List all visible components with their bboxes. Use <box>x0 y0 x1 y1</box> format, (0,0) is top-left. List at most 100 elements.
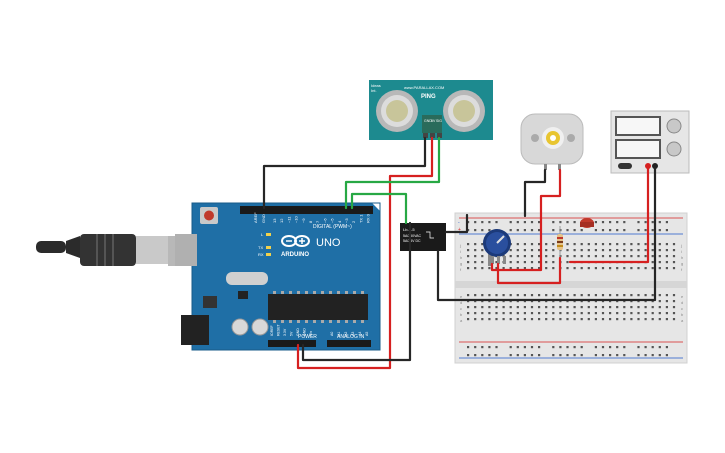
sensor-pin-gnd-label: GND <box>424 119 432 123</box>
row-letter: i <box>460 249 461 254</box>
digital-pin-label: ~9 <box>301 218 306 223</box>
voltage-knob[interactable] <box>666 118 682 134</box>
row-letter: c <box>460 306 462 311</box>
digital-pin-label: ~6 <box>322 218 327 223</box>
analog-header-label: ANALOG IN <box>337 334 365 340</box>
digital-pin-label: ~11 <box>286 216 291 223</box>
atmega-chip <box>268 294 368 320</box>
power-pin-label: GND <box>296 328 300 336</box>
power-pin-label: Vin <box>309 331 313 336</box>
row-letter: f <box>460 267 462 272</box>
power-pin-label: 5V <box>290 331 294 336</box>
sensor-note-1: Ideas <box>371 83 381 88</box>
led-rx-label: RX <box>258 252 264 257</box>
rail-minus-label: - <box>458 220 460 226</box>
sensor-note-2: Int. <box>371 88 377 93</box>
row-letter: g <box>681 261 683 266</box>
relay: Lb-1-5 5A/250VAC 5A/24V DC <box>400 223 446 251</box>
led-l-label: L <box>261 232 264 237</box>
wire-sensor-sig[interactable] <box>344 136 441 210</box>
rail-plus-label: + <box>458 227 461 233</box>
arduino-brand-label: ARDUINO <box>281 252 309 258</box>
digital-header <box>240 206 373 214</box>
wire-motor-black[interactable] <box>523 168 547 218</box>
current-knob[interactable] <box>666 141 682 157</box>
aref-label: AREF <box>253 212 258 223</box>
analog-header <box>327 340 371 347</box>
digital-pin-label: RX 0 <box>366 213 371 223</box>
relay-label-3: 5A/24V DC <box>403 239 421 243</box>
row-letter: b <box>681 312 684 317</box>
row-letter: j <box>680 243 682 248</box>
dc-motor <box>520 113 584 170</box>
row-letter: e <box>681 294 684 299</box>
analog-pin-label: A3 <box>351 332 355 336</box>
analog-pin-label: A5 <box>365 332 369 336</box>
analog-pin-label: A1 <box>337 332 341 336</box>
digital-pin-label: TX 1 <box>358 214 363 223</box>
wire-pot-resistor[interactable] <box>496 256 562 285</box>
wire-sensor-5v[interactable] <box>296 136 434 370</box>
led <box>580 218 594 228</box>
row-letter: h <box>460 255 462 260</box>
voltage-display <box>615 116 661 136</box>
row-letter: a <box>681 318 684 323</box>
motor-shaft-icon <box>546 131 560 145</box>
row-letter: d <box>460 300 462 305</box>
usb-cable <box>36 234 198 266</box>
analog-pin-label: A2 <box>344 332 348 336</box>
potentiometer[interactable] <box>483 229 511 266</box>
digital-pin-label: 4 <box>337 220 342 223</box>
row-letter: d <box>681 300 683 305</box>
led-tx-label: TX <box>258 245 263 250</box>
digital-pin-label: 12 <box>279 218 284 223</box>
power-jack <box>181 315 209 345</box>
digital-header-label: DIGITAL (PWM~) <box>313 224 352 230</box>
relay-label-2: 5A/250VAC <box>403 234 422 238</box>
power-pin-label: 3.3V <box>283 328 287 336</box>
digital-pin-label: 7 <box>315 220 320 223</box>
digital-pin-label: ~5 <box>330 218 335 223</box>
digital-pin-label: 13 <box>272 218 277 223</box>
wire-psu-positive[interactable] <box>568 166 650 264</box>
digital-pin-label: 2 <box>351 220 356 223</box>
wire-relay-bb[interactable] <box>444 213 469 234</box>
power-pin-label: IOREF <box>270 325 274 336</box>
ultrasonic-sensor: www.PARALLAX.COM PING Ideas Int. GND 5V … <box>369 80 493 140</box>
arduino-model-label: UNO <box>316 237 341 249</box>
wire-relay-power[interactable] <box>436 166 657 302</box>
wire-relay-gnd[interactable] <box>301 221 412 362</box>
digital-pin-label: ~3 <box>344 218 349 223</box>
resistor <box>557 226 563 258</box>
wire-arduino-relay-signal[interactable] <box>350 192 408 225</box>
row-letter: b <box>460 312 463 317</box>
digital-pin-label: ~10 <box>294 215 299 223</box>
usb-socket <box>175 234 197 266</box>
digital-pin-label: 8 <box>308 220 313 223</box>
sensor-brand: www.PARALLAX.COM <box>404 85 444 90</box>
power-supply <box>610 110 690 174</box>
power-pin-label: GND <box>303 328 307 336</box>
power-pin-label: RESET <box>277 323 281 336</box>
analog-pin-label: A0 <box>330 332 334 336</box>
row-letter: j <box>459 243 461 248</box>
row-letter: i <box>681 249 682 254</box>
row-letter: f <box>681 267 683 272</box>
wire-sensor-gnd[interactable] <box>262 136 427 210</box>
row-letter: a <box>460 318 463 323</box>
sensor-pin-sig-label: SIG <box>436 119 442 123</box>
power-header-label: POWER <box>298 334 317 340</box>
arduino-logo <box>281 235 310 247</box>
sensor-pin-5v-label: 5V <box>431 119 436 123</box>
row-letter: h <box>681 255 683 260</box>
wire-motor-red[interactable] <box>490 168 562 272</box>
row-letter: c <box>681 306 683 311</box>
power-switch[interactable] <box>618 163 632 169</box>
power-header <box>268 340 316 347</box>
current-display <box>615 139 661 159</box>
